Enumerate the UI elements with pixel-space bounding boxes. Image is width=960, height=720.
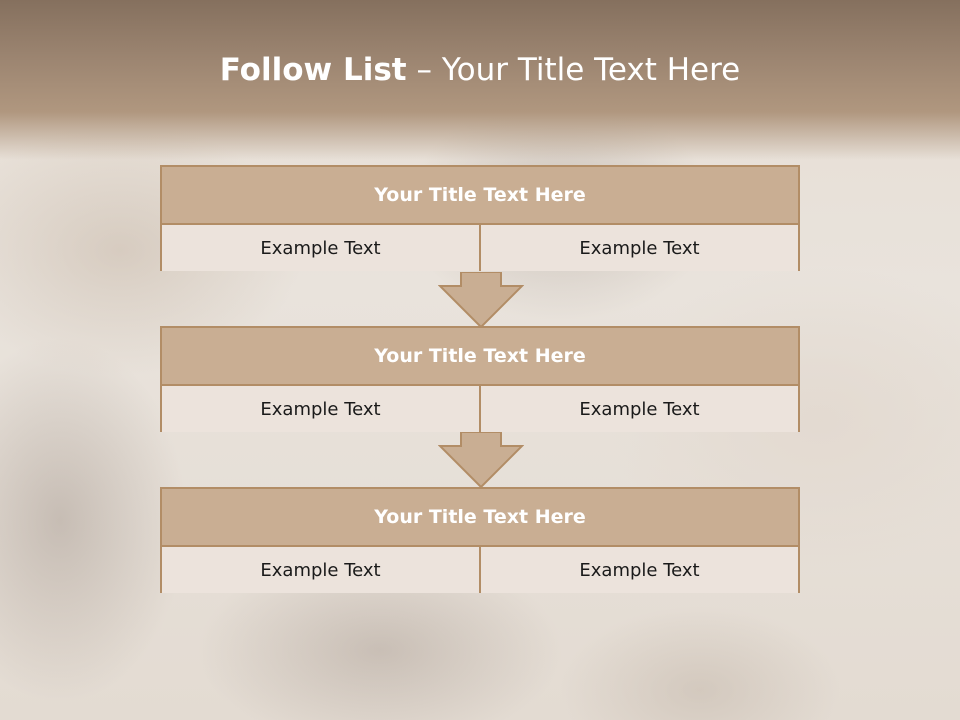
list-box-3: Your Title Text Here Example Text Exampl… [160, 487, 800, 593]
box-cell-right: Example Text [479, 225, 798, 271]
down-arrow-icon [438, 432, 524, 488]
list-box-1: Your Title Text Here Example Text Exampl… [160, 165, 800, 271]
slide-title: Follow List – Your Title Text Here [0, 52, 960, 88]
box-cell-right: Example Text [479, 386, 798, 432]
box-title: Your Title Text Here [162, 167, 798, 225]
box-title: Your Title Text Here [162, 328, 798, 386]
title-rest: – Your Title Text Here [406, 52, 741, 88]
title-bold: Follow List [219, 52, 407, 88]
header-band [0, 0, 960, 160]
box-cell-right: Example Text [479, 547, 798, 593]
box-row: Example Text Example Text [162, 386, 798, 432]
down-arrow-icon [438, 272, 524, 328]
box-cell-left: Example Text [162, 225, 479, 271]
box-cell-left: Example Text [162, 547, 479, 593]
box-row: Example Text Example Text [162, 225, 798, 271]
box-cell-left: Example Text [162, 386, 479, 432]
box-title: Your Title Text Here [162, 489, 798, 547]
box-row: Example Text Example Text [162, 547, 798, 593]
list-box-2: Your Title Text Here Example Text Exampl… [160, 326, 800, 432]
